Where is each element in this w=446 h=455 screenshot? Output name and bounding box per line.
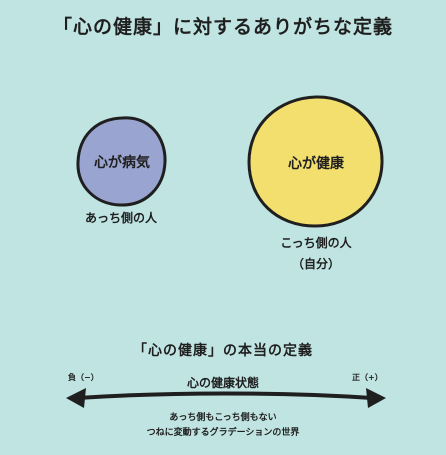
positive-end-label: 正（+）	[352, 373, 383, 382]
page-title: 「心の健康」に対するありがちな定義	[52, 16, 393, 38]
arrow-head-right	[366, 388, 386, 408]
arrow-label: 心の健康状態	[186, 376, 259, 390]
healthy-caption-line2: （自分）	[291, 257, 340, 271]
arrow-head-left	[66, 388, 86, 408]
sick-circle-label: 心が病気	[94, 155, 150, 171]
healthy-circle	[247, 95, 384, 228]
note-line1: あっち側もこっち側もない	[169, 413, 277, 423]
sick-circle	[76, 116, 167, 207]
sick-caption: あっち側の人	[84, 211, 157, 225]
healthy-caption-line1: こっち側の人	[280, 236, 352, 250]
note-line2: つねに変動するグラデーションの世界	[146, 428, 300, 438]
negative-end-label: 負（−）	[68, 373, 99, 382]
gradient-arrow-line	[76, 391, 374, 400]
healthy-circle-label: 心が健康	[288, 156, 344, 172]
section-title: 「心の健康」の本当の定義	[133, 343, 313, 359]
